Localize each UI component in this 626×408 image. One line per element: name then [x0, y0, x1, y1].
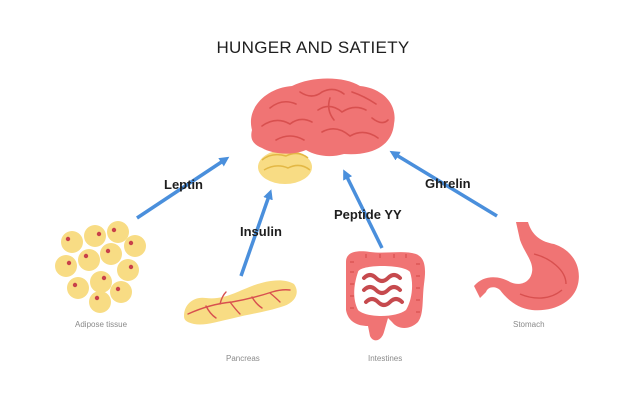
hormone-label-leptin: Leptin: [164, 177, 203, 192]
adipose-tissue: [55, 221, 146, 313]
hormone-label-insulin: Insulin: [240, 224, 282, 239]
arrow-leptin: [136, 156, 230, 220]
arrow-insulin: [239, 189, 273, 277]
organ-label-intestines: Intestines: [368, 354, 403, 363]
intestines: [346, 251, 426, 341]
organ-label-stomach: Stomach: [513, 320, 545, 329]
cerebrum: [250, 78, 395, 157]
stomach: [474, 222, 579, 311]
organ-label-pancreas: Pancreas: [226, 354, 260, 363]
diagram-title: HUNGER AND SATIETY: [216, 38, 410, 57]
hormone-label-ghrelin: Ghrelin: [425, 176, 471, 191]
arrow-ghrelin: [389, 150, 498, 218]
arrow-peptide-yy: [343, 169, 384, 249]
organ-label-adipose: Adipose tissue: [75, 320, 128, 329]
hormone-label-peptide-yy: Peptide YY: [334, 207, 402, 222]
brain: [250, 78, 395, 184]
pancreas: [184, 280, 297, 325]
